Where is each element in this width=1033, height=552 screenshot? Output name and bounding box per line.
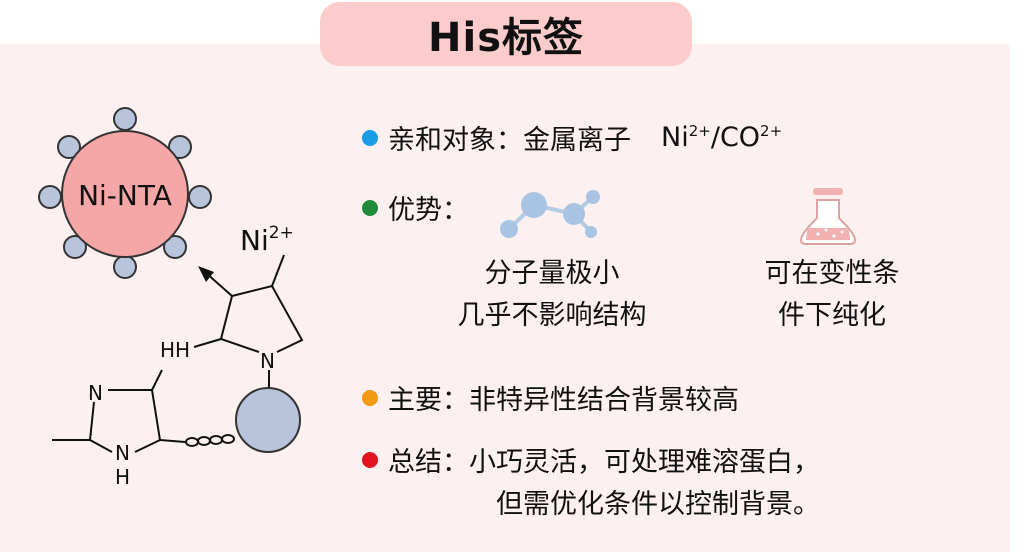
advantage-point-1: 分子量极小 几乎不影响结构 bbox=[457, 258, 647, 331]
atom-n-upper: N bbox=[88, 381, 103, 405]
summary-row: 总结： 小巧灵活，可处理难溶蛋白， bbox=[362, 440, 820, 479]
atom-n-lower: N bbox=[115, 441, 130, 465]
molecule-structure bbox=[52, 254, 304, 453]
content-panel bbox=[0, 44, 1010, 552]
flask-icon bbox=[799, 188, 857, 245]
affinity-row: 亲和对象： 金属离子 Ni2+/CO2+ bbox=[362, 118, 782, 157]
advantage-label: 优势： bbox=[388, 195, 469, 226]
affinity-value: 金属离子 bbox=[523, 125, 631, 156]
main-row: 主要： 非特异性结合背景较高 bbox=[362, 378, 739, 417]
bead-label: Ni-NTA bbox=[78, 179, 172, 212]
bullet-dot bbox=[362, 389, 378, 406]
ion-label: Ni2+ bbox=[240, 223, 294, 257]
molecule-icon bbox=[500, 190, 600, 238]
arrow-head bbox=[198, 266, 214, 282]
protein-sphere bbox=[235, 387, 301, 453]
summary-line-2: 但需优化条件以控制背景。 bbox=[496, 489, 820, 520]
atom-h-lower: H bbox=[115, 465, 130, 489]
atom-hh: HH bbox=[160, 338, 190, 362]
advantage-point-2: 可在变性条 件下纯化 bbox=[764, 258, 900, 331]
ni-nta-bead: Ni-NTA bbox=[38, 107, 212, 279]
bullet-dot bbox=[362, 451, 378, 468]
bullet-dot bbox=[362, 199, 378, 216]
page-title: His标签 bbox=[320, 2, 692, 66]
affinity-ions: Ni2+/CO2+ bbox=[661, 122, 783, 153]
atom-n-ring: N bbox=[260, 349, 275, 373]
affinity-label: 亲和对象： bbox=[388, 125, 523, 156]
summary-line-1: 小巧灵活，可处理难溶蛋白， bbox=[469, 447, 820, 478]
bullet-dot bbox=[362, 129, 378, 146]
advantage-row: 优势： bbox=[362, 188, 469, 227]
summary-label: 总结： bbox=[388, 447, 469, 478]
main-label: 主要： bbox=[388, 385, 469, 416]
main-text: 非特异性结合背景较高 bbox=[469, 385, 739, 416]
linker-chain bbox=[185, 434, 235, 447]
